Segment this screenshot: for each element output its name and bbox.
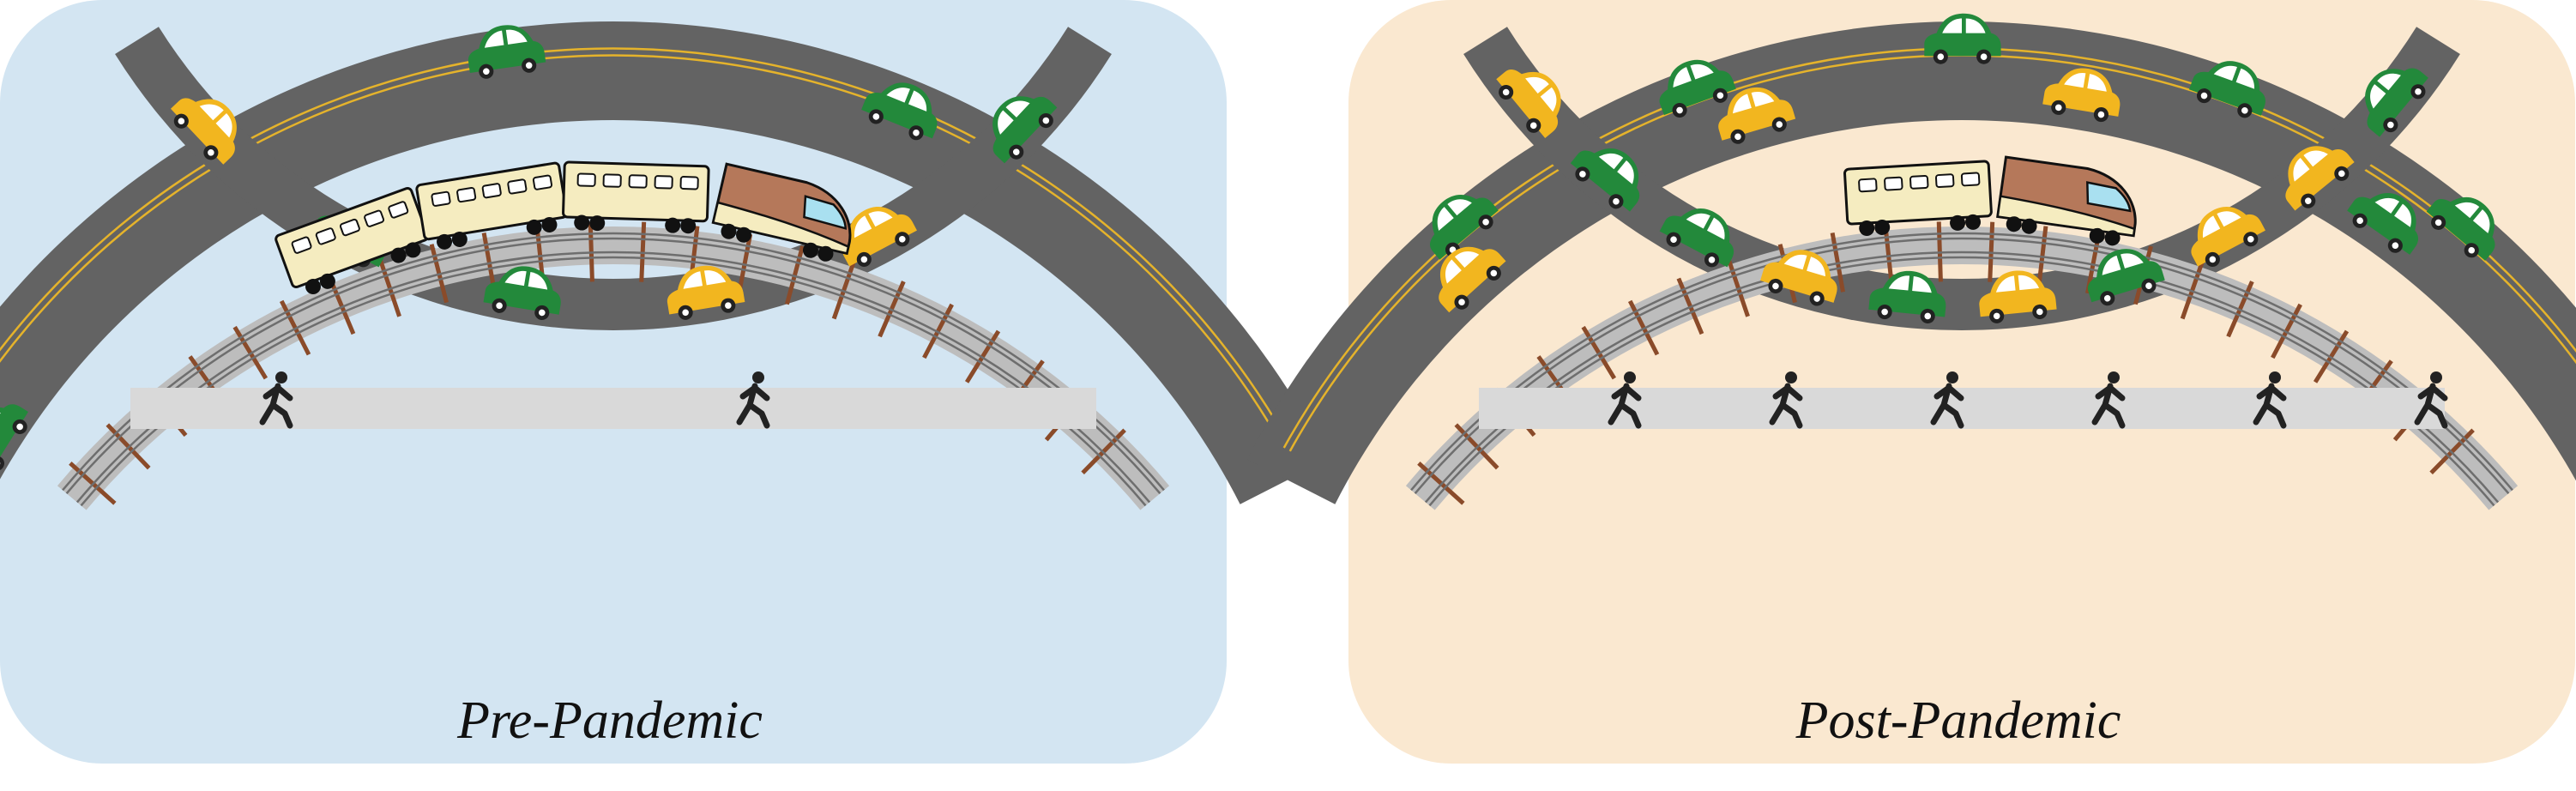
- road-center-line: [0, 54, 1287, 452]
- track-bed: [1405, 226, 2519, 510]
- rail: [1424, 251, 2500, 504]
- rail: [62, 232, 1165, 492]
- rail: [1428, 256, 2495, 507]
- pre-pandemic-scene: [0, 20, 1329, 510]
- road-center-line: [0, 47, 1293, 449]
- rail: [1414, 237, 2510, 495]
- rail: [75, 251, 1151, 504]
- rail: [80, 256, 1147, 507]
- track-bed: [57, 226, 1170, 510]
- rail: [1410, 232, 2513, 492]
- pre-pandemic-title: Pre-Pandemic: [456, 691, 763, 750]
- rail: [65, 237, 1161, 495]
- post-pandemic-title: Post-Pandemic: [1795, 691, 2121, 750]
- post-pandemic-scene: [1246, 13, 2576, 510]
